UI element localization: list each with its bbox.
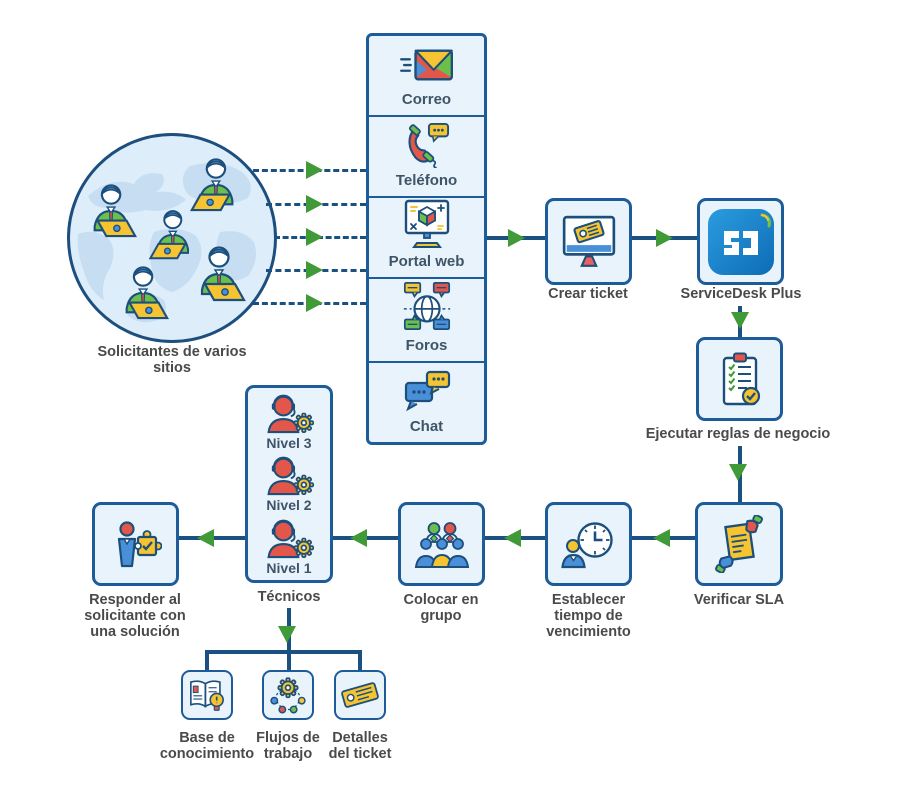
requesters-label: Solicitantes de varios sitios <box>97 344 247 376</box>
arrowhead-right <box>306 195 323 213</box>
node-tecnicos: Nivel 3 Nivel 2 Nivel 1 <box>245 385 333 583</box>
tecnicos-nivel-2: Nivel 2 <box>263 455 315 513</box>
node-verificar-sla <box>695 502 783 586</box>
channel-correo: Correo <box>369 36 484 117</box>
channel-label: Foros <box>405 337 448 354</box>
tecnicos-nivel-1: Nivel 1 <box>263 518 315 576</box>
channel-telefono: Teléfono <box>369 117 484 198</box>
mail-icon <box>399 49 453 81</box>
sla-label: Verificar SLA <box>693 592 785 608</box>
node-colocar-grupo <box>398 502 485 586</box>
flujos-trabajo-label: Flujos de trabajo <box>256 730 320 762</box>
grupo-label: Colocar en grupo <box>403 592 479 624</box>
ticket-monitor-icon <box>562 215 615 267</box>
nivel-label: Nivel 2 <box>266 497 312 513</box>
arrowhead-right <box>306 261 323 279</box>
technician-icon <box>263 518 315 559</box>
responder-label: Responder al solicitante con una solució… <box>84 592 186 640</box>
crear-ticket-label: Crear ticket <box>548 286 628 302</box>
arrowhead-down <box>278 626 296 643</box>
channel-chat: Chat <box>369 363 484 442</box>
channel-label: Teléfono <box>395 172 458 189</box>
arrowhead-left <box>653 529 670 547</box>
due-time-clock-icon <box>560 522 613 569</box>
technician-icon <box>263 455 315 496</box>
channel-portal-web: Portal web <box>369 198 484 279</box>
connector <box>358 650 362 672</box>
requester-person-laptop-icon <box>183 156 245 212</box>
knowledge-base-book-icon <box>190 680 224 711</box>
arrowhead-left <box>350 529 367 547</box>
ticket-details-icon <box>341 682 379 708</box>
group-people-icon <box>414 522 469 568</box>
channel-label: Correo <box>401 91 452 108</box>
servicedesk-plus-logo <box>707 208 774 275</box>
web-portal-icon <box>404 199 449 248</box>
requester-person-laptop-icon <box>82 182 144 238</box>
requester-person-laptop-icon <box>189 244 253 302</box>
node-flujos-trabajo <box>262 670 314 720</box>
arrowhead-down <box>729 464 747 481</box>
requester-person-laptop-icon <box>114 264 176 320</box>
branch-connector <box>205 650 362 654</box>
arrowhead-right <box>306 294 323 312</box>
arrowhead-down <box>731 312 749 329</box>
arrowhead-left <box>504 529 521 547</box>
sla-document-icon <box>715 515 763 573</box>
detalles-ticket-label: Detalles del ticket <box>328 730 392 762</box>
phone-icon <box>407 122 449 168</box>
arrowhead-right <box>306 228 323 246</box>
technician-icon <box>263 393 315 434</box>
node-reglas-negocio <box>696 337 783 421</box>
arrowhead-right <box>656 229 673 247</box>
node-responder-solucion <box>92 502 179 586</box>
forums-icon <box>403 281 450 331</box>
solution-puzzle-person-icon <box>117 521 162 568</box>
chat-icon <box>404 370 450 412</box>
base-conocimiento-label: Base de conocimiento <box>159 730 255 762</box>
node-crear-ticket <box>545 198 632 285</box>
tecnicos-nivel-3: Nivel 3 <box>263 393 315 451</box>
connector <box>287 650 291 672</box>
node-detalles-ticket <box>334 670 386 720</box>
arrowhead-right <box>306 161 323 179</box>
arrowhead-right <box>508 229 525 247</box>
tiempo-label: Establecer tiempo de vencimiento <box>546 592 631 640</box>
business-rules-clipboard-icon <box>722 352 760 406</box>
channel-label: Chat <box>409 418 444 435</box>
tecnicos-label: Técnicos <box>257 589 321 605</box>
node-servicedesk-plus <box>697 198 784 285</box>
node-base-conocimiento <box>181 670 233 720</box>
workflow-gear-icon <box>270 677 306 714</box>
channel-foros: Foros <box>369 279 484 363</box>
nivel-label: Nivel 1 <box>266 559 312 576</box>
arrowhead-left <box>197 529 214 547</box>
node-tiempo-vencimiento <box>545 502 632 586</box>
channel-label: Portal web <box>388 253 465 270</box>
reglas-label: Ejecutar reglas de negocio <box>645 426 831 442</box>
channels-stack: Correo Teléfono <box>366 33 487 445</box>
servicedesk-plus-label: ServiceDesk Plus <box>680 286 802 302</box>
nivel-label: Nivel 3 <box>266 434 312 451</box>
requesters-world-circle <box>67 133 277 343</box>
connector <box>205 650 209 672</box>
